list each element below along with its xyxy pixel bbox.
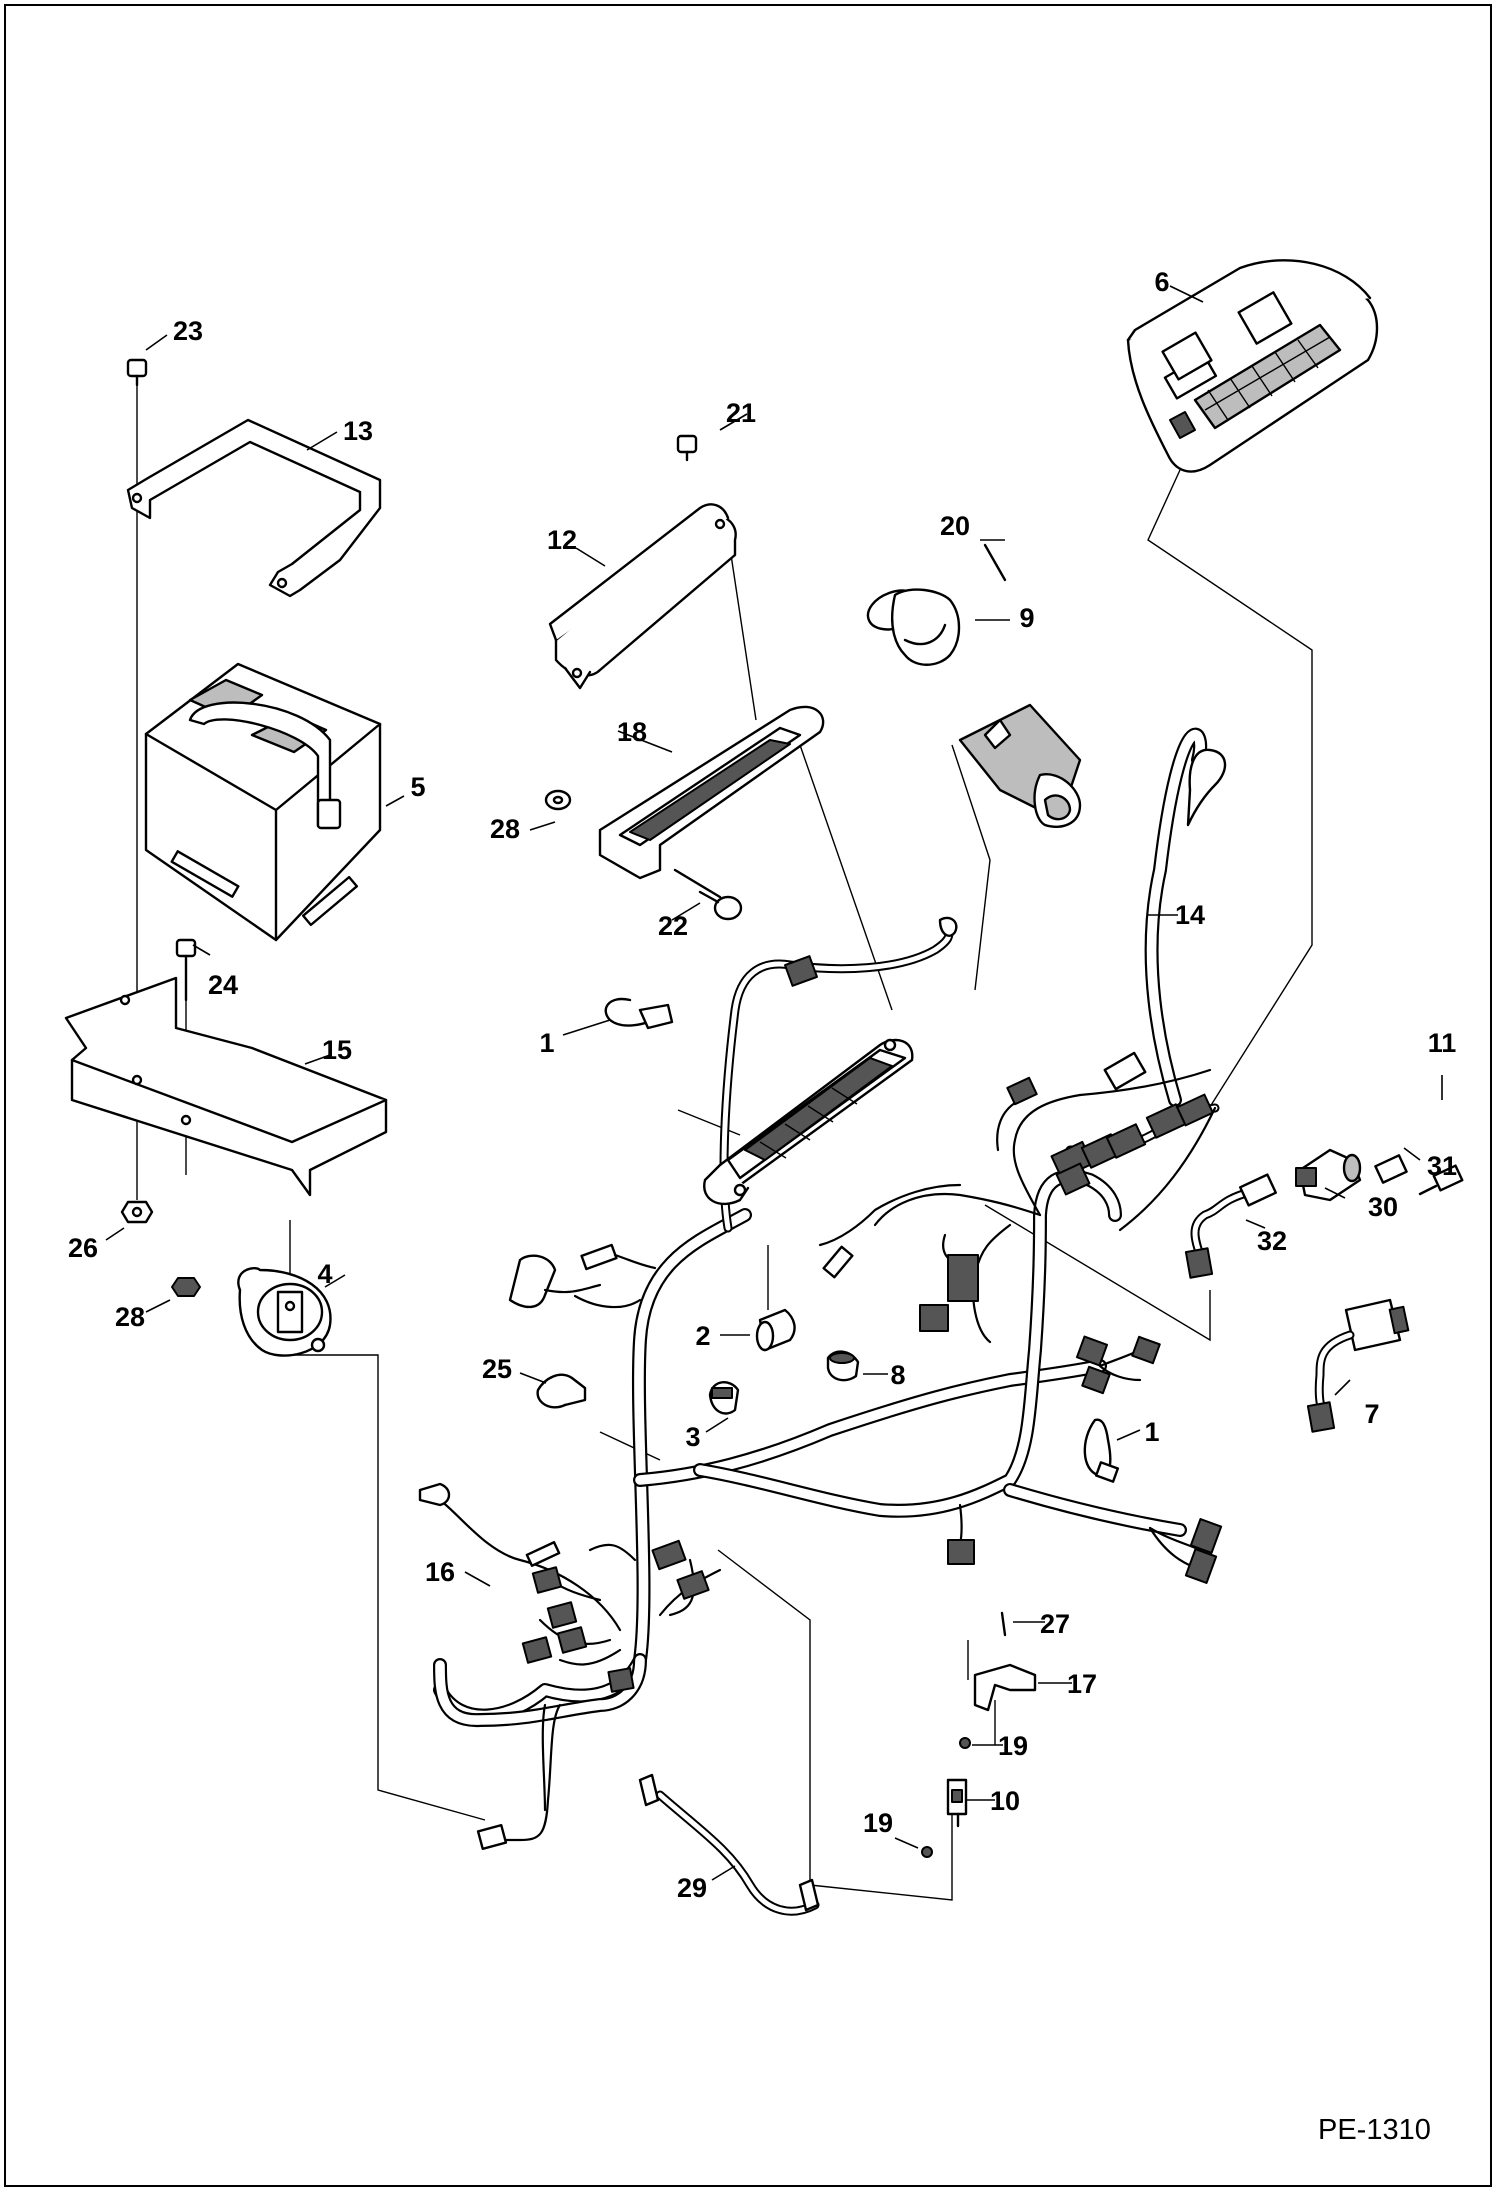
callout-2: 2 xyxy=(695,1321,710,1351)
callout-28: 28 xyxy=(490,814,520,844)
callout-leaders xyxy=(105,285,1443,1881)
screw-21 xyxy=(676,434,698,462)
callout-29: 29 xyxy=(677,1873,707,1903)
callout-10: 10 xyxy=(990,1786,1020,1816)
pin-27 xyxy=(1000,1611,1007,1637)
callout-19: 19 xyxy=(863,1808,893,1838)
nut-28-lower xyxy=(171,1277,201,1297)
callout-6: 6 xyxy=(1154,267,1169,297)
callout-22: 22 xyxy=(658,911,688,941)
callout-13: 13 xyxy=(343,416,373,446)
battery-hold-down-13 xyxy=(126,418,382,598)
tie-strap-1-lower xyxy=(1083,1418,1120,1483)
battery-5 xyxy=(144,662,382,942)
callout-19: 19 xyxy=(998,1731,1028,1761)
cable-14 xyxy=(1103,727,1227,1107)
callout-11: 11 xyxy=(1428,1028,1457,1058)
callout-20: 20 xyxy=(940,511,970,541)
callout-15: 15 xyxy=(322,1035,352,1065)
main-harness-16 xyxy=(418,916,1223,1850)
callout-12: 12 xyxy=(547,525,577,555)
clip-31 xyxy=(1374,1154,1408,1184)
callout-8: 8 xyxy=(890,1360,905,1390)
fuse-relay-panel xyxy=(703,1038,914,1206)
callout-31: 31 xyxy=(1427,1151,1457,1181)
callout-16: 16 xyxy=(425,1557,455,1587)
callout-26: 26 xyxy=(68,1233,98,1263)
bolt-23 xyxy=(126,358,148,387)
horn-4 xyxy=(237,1267,332,1357)
callout-1: 1 xyxy=(539,1028,554,1058)
callout-27: 27 xyxy=(1040,1609,1070,1639)
callout-4: 4 xyxy=(317,1259,332,1289)
callout-30: 30 xyxy=(1368,1192,1398,1222)
callout-3: 3 xyxy=(685,1422,700,1452)
callout-5: 5 xyxy=(410,772,425,802)
callout-18: 18 xyxy=(617,717,647,747)
callout-7: 7 xyxy=(1364,1399,1379,1429)
pin-22 xyxy=(698,890,743,921)
callout-32: 32 xyxy=(1257,1226,1287,1256)
plug-8 xyxy=(826,1350,860,1382)
callout-17: 17 xyxy=(1067,1669,1097,1699)
connector-11 xyxy=(1418,1164,1464,1196)
switch-10 xyxy=(946,1778,968,1828)
nut-19-upper xyxy=(959,1737,971,1749)
washer-28-upper xyxy=(544,789,572,811)
joystick-assembly xyxy=(958,703,1082,828)
callout-23: 23 xyxy=(173,316,203,346)
socket-30 xyxy=(1295,1148,1362,1202)
drawing-code: PE-1310 xyxy=(1318,2114,1431,2146)
socket-2 xyxy=(755,1308,796,1352)
battery-tray-15 xyxy=(64,976,388,1197)
callout-24: 24 xyxy=(208,970,238,1000)
callout-14: 14 xyxy=(1175,900,1205,930)
bolt-24 xyxy=(175,938,197,1002)
bulb-3 xyxy=(708,1381,740,1415)
fuse-base-18 xyxy=(598,705,825,899)
callout-25: 25 xyxy=(482,1354,512,1384)
tie-strap-1-upper xyxy=(604,997,674,1030)
switch-harness-7 xyxy=(1306,1298,1410,1433)
callout-9: 9 xyxy=(1019,603,1034,633)
callout-28: 28 xyxy=(115,1302,145,1332)
fuse-cover-12 xyxy=(548,503,737,690)
callout-1: 1 xyxy=(1144,1417,1159,1447)
harness-29 xyxy=(638,1773,820,1916)
bracket-17 xyxy=(973,1663,1037,1712)
instrument-panel-6 xyxy=(1126,259,1379,473)
harness-32 xyxy=(1184,1173,1278,1279)
callout-21: 21 xyxy=(726,398,756,428)
clamp-25 xyxy=(536,1373,587,1409)
callout-labels: 1123456789101112131415161718191920212223… xyxy=(68,267,1457,1903)
nut-26 xyxy=(120,1200,154,1224)
nut-19-lower xyxy=(921,1846,933,1858)
pin-20 xyxy=(983,543,1007,582)
boot-9 xyxy=(866,588,961,666)
